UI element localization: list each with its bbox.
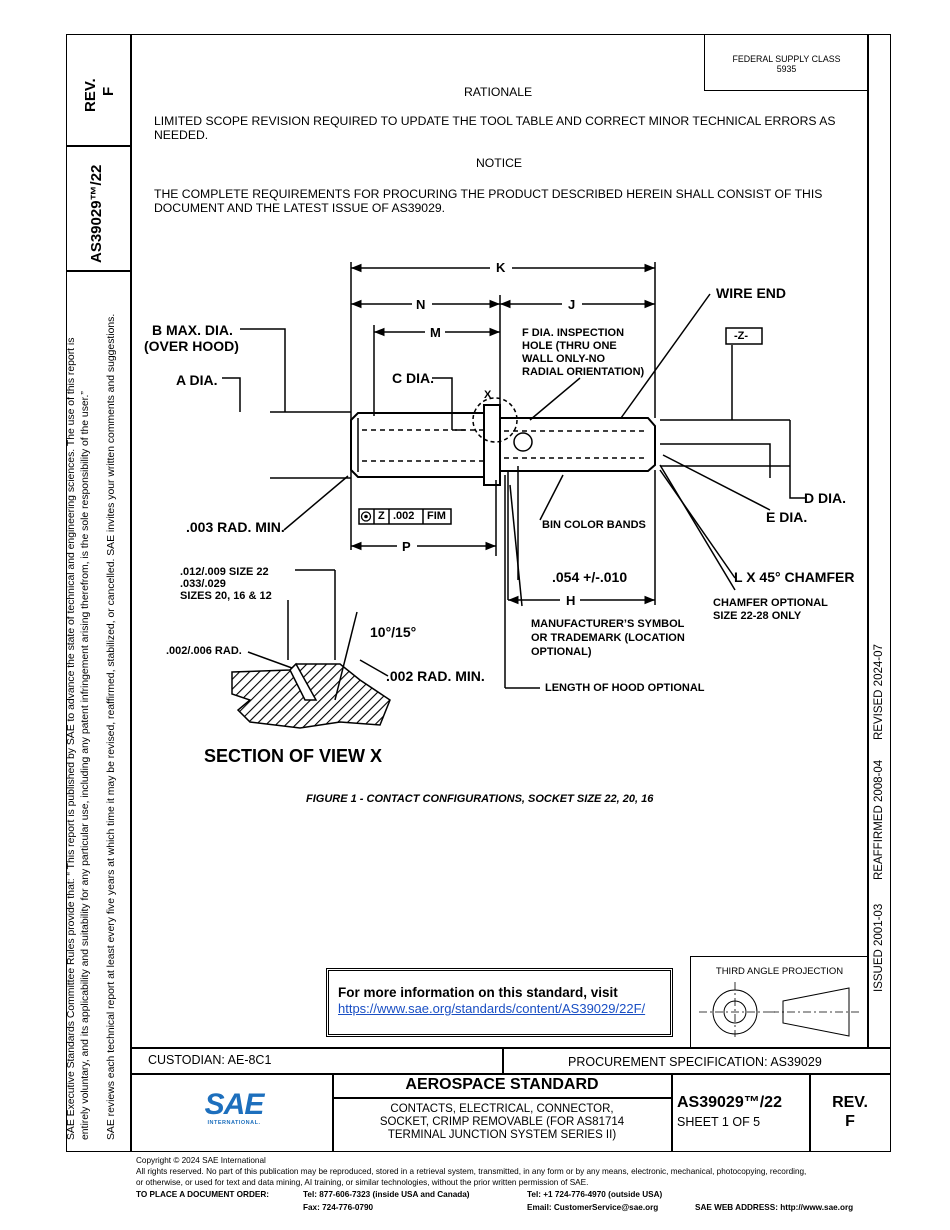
custodian-row-bottom xyxy=(130,1073,891,1075)
dim-054: .054 +/-.010 xyxy=(552,569,628,585)
bin-bands-label: BIN COLOR BANDS xyxy=(542,519,646,531)
sae-logo: SAE INTERNATIONAL. xyxy=(196,1088,272,1127)
rationale-text: LIMITED SCOPE REVISION REQUIRED TO UPDAT… xyxy=(154,114,836,142)
projection-box: THIRD ANGLE PROJECTION xyxy=(690,956,868,1048)
rad-min-label: .003 RAD. MIN. xyxy=(186,519,285,535)
left-column-divider xyxy=(130,34,132,1152)
page-border xyxy=(66,34,891,1152)
fcf-datum-z: Z xyxy=(378,510,385,522)
more-info-box: For more information on this standard, v… xyxy=(326,968,673,1037)
projection-symbol-icon xyxy=(699,982,861,1037)
standard-type: AEROSPACE STANDARD xyxy=(405,1076,599,1093)
datum-z-label: -Z- xyxy=(734,330,749,342)
fax: Fax: 724-776-0790 xyxy=(303,1203,374,1212)
rights-line2: or otherwise, or used for text and data … xyxy=(136,1177,589,1187)
title-rev-label: REV. xyxy=(832,1094,868,1111)
rationale-heading: RATIONALE xyxy=(464,85,533,99)
dim-n: N xyxy=(416,297,426,312)
issued-date: ISSUED 2001-03 xyxy=(873,903,885,992)
copyright-line: Copyright © 2024 SAE International xyxy=(136,1156,266,1165)
hood-optional-label: LENGTH OF HOOD OPTIONAL xyxy=(545,682,705,694)
procurement-label: PROCUREMENT SPECIFICATION: AS39029 xyxy=(568,1055,822,1069)
mfr-symbol-3: OPTIONAL) xyxy=(531,646,592,658)
notice-heading: NOTICE xyxy=(476,156,523,170)
rad-002-min: .002 RAD. MIN. xyxy=(386,668,485,684)
email: Email: CustomerService@sae.org xyxy=(527,1203,659,1212)
view-x-marker: X xyxy=(484,389,492,401)
dim-j: J xyxy=(568,297,576,312)
dim-k: K xyxy=(496,260,506,275)
b-dia-note: (OVER HOOD) xyxy=(144,338,239,354)
f-dia-line3: WALL ONLY-NO xyxy=(522,353,606,365)
supply-class-label: FEDERAL SUPPLY CLASS xyxy=(732,54,841,64)
size20-label: SIZES 20, 16 & 12 xyxy=(180,590,272,602)
sae-logo-mark: SAE xyxy=(204,1088,265,1121)
size20-dim: .033/.029 xyxy=(180,578,226,590)
contact-drawing xyxy=(222,262,805,729)
sae-logo-sub: INTERNATIONAL. xyxy=(207,1120,261,1126)
chamfer-optional-2: SIZE 22-28 ONLY xyxy=(713,610,802,622)
projection-label: THIRD ANGLE PROJECTION xyxy=(715,966,844,977)
dim-m: M xyxy=(430,325,441,340)
tel-us: Tel: 877-606-7323 (inside USA and Canada… xyxy=(303,1190,470,1199)
side-notice-line2: entirely voluntary, and its applicabilit… xyxy=(80,391,91,1140)
standard-link[interactable]: https://www.sae.org/standards/content/AS… xyxy=(338,1001,646,1016)
document-title-line3: TERMINAL JUNCTION SYSTEM SERIES II) xyxy=(387,1129,617,1141)
rad-002-006: .002/.006 RAD. xyxy=(166,645,242,657)
title-block-top xyxy=(130,1047,891,1049)
side-notice-line1: SAE Executive Standards Committee Rules … xyxy=(66,337,77,1140)
mfr-symbol-1: MANUFACTURER’S SYMBOL xyxy=(531,618,685,630)
side-rev-letter: F xyxy=(100,86,117,96)
side-block-bottom xyxy=(66,270,131,272)
web-address: SAE WEB ADDRESS: http://www.sae.org xyxy=(695,1203,854,1212)
chamfer-optional-1: CHAMFER OPTIONAL xyxy=(713,597,828,609)
a-dia-label: A DIA. xyxy=(176,372,218,388)
supply-class-number: 5935 xyxy=(776,64,797,74)
revised-date: REVISED 2024-07 xyxy=(873,644,885,740)
d-dia-label: D DIA. xyxy=(804,490,846,506)
logo-divider xyxy=(332,1073,334,1152)
e-dia-label: E DIA. xyxy=(766,509,808,525)
more-info-text: For more information on this standard, v… xyxy=(338,985,618,1000)
figure-caption: FIGURE 1 - CONTACT CONFIGURATIONS, SOCKE… xyxy=(306,793,654,805)
b-dia-label: B MAX. DIA. xyxy=(152,322,233,338)
rev-divider xyxy=(809,1073,811,1152)
side-notice-line3: SAE reviews each technical report at lea… xyxy=(106,313,117,1140)
side-doc-number: AS39029™/22 xyxy=(88,164,105,263)
dim-p: P xyxy=(402,539,411,554)
title-rev-letter: F xyxy=(845,1113,855,1130)
supply-class-box: FEDERAL SUPPLY CLASS 5935 xyxy=(704,34,868,91)
rights-line1: All rights reserved. No part of this pub… xyxy=(136,1166,807,1176)
sheet-number: SHEET 1 OF 5 xyxy=(677,1115,761,1129)
fcf-tolerance: .002 xyxy=(393,510,415,522)
side-block-divider xyxy=(66,145,131,147)
f-dia-line4: RADIAL ORIENTATION) xyxy=(522,366,645,378)
fcf-fim: FIM xyxy=(427,510,446,522)
notice-text: THE COMPLETE REQUIREMENTS FOR PROCURING … xyxy=(154,187,823,215)
reaffirmed-date: REAFFIRMED 2008-04 xyxy=(873,759,885,880)
angle-label: 10°/15° xyxy=(370,624,417,640)
custodian-label: CUSTODIAN: AE-8C1 xyxy=(148,1053,272,1067)
chamfer-label: L X 45° CHAMFER xyxy=(734,569,855,585)
wire-end-label: WIRE END xyxy=(716,285,786,301)
document-title-line1: CONTACTS, ELECTRICAL, CONNECTOR, xyxy=(390,1103,614,1115)
c-dia-label: C DIA. xyxy=(392,370,434,386)
side-rev-label: REV. xyxy=(82,78,99,112)
document-title-line2: SOCKET, CRIMP REMOVABLE (FOR AS81714 xyxy=(379,1116,625,1128)
f-dia-line1: F DIA. INSPECTION xyxy=(522,327,625,339)
right-column-divider xyxy=(867,34,869,1047)
footer: Copyright © 2024 SAE International All r… xyxy=(136,1156,916,1188)
tel-intl: Tel: +1 724-776-4970 (outside USA) xyxy=(527,1190,663,1199)
title-doc-number: AS39029™/22 xyxy=(677,1094,782,1111)
title-divider xyxy=(671,1073,673,1152)
document-title: CONTACTS, ELECTRICAL, CONNECTOR, SOCKET,… xyxy=(332,1103,672,1142)
order-label: TO PLACE A DOCUMENT ORDER: xyxy=(136,1190,269,1199)
standard-type-divider xyxy=(332,1097,672,1099)
dim-h: H xyxy=(566,593,576,608)
custodian-divider xyxy=(502,1047,504,1074)
mfr-symbol-2: OR TRADEMARK (LOCATION xyxy=(531,632,685,644)
f-dia-line2: HOLE (THRU ONE xyxy=(522,340,617,352)
size22-label: .012/.009 SIZE 22 xyxy=(180,566,269,578)
section-title: SECTION OF VIEW X xyxy=(204,746,383,766)
